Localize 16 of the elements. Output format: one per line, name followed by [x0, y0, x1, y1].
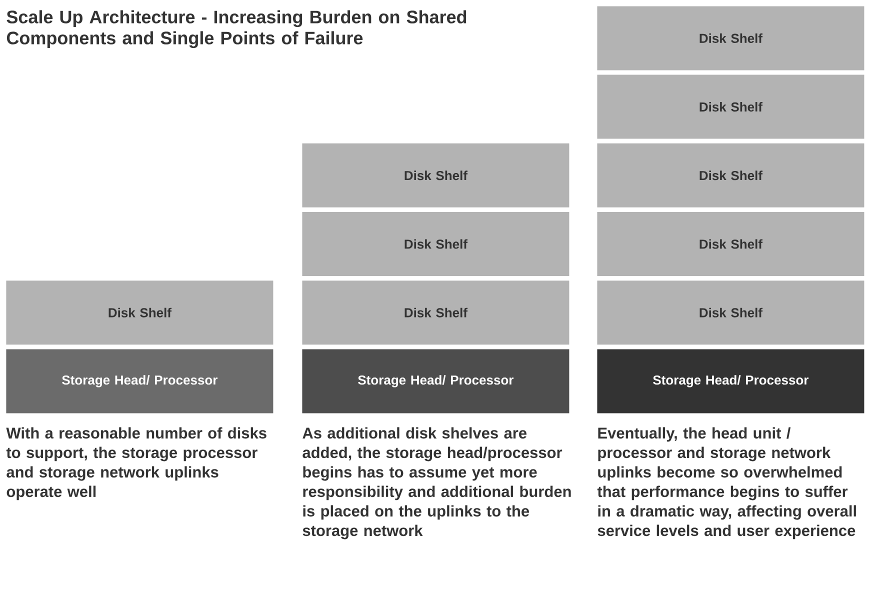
processor-box: Storage Head/ Processor: [6, 349, 274, 414]
disk-shelf-box: Disk Shelf: [302, 280, 570, 345]
disk-shelf-box: Disk Shelf: [302, 143, 570, 208]
disk-shelf-box: Disk Shelf: [597, 212, 864, 276]
description: As additional disk shelves are added, the storage head/processor begins has to assume yet more responsibility and additional burden is placed on the uplinks to the storage network: [302, 427, 571, 540]
processor-box: Storage Head/ Processor: [302, 349, 570, 414]
description: Eventually, the head unit / processor and storage network uplinks become so overwhelmed that performance begins to suffer in a dramatic way, affecting overall service levels and user experience: [597, 427, 856, 540]
disk-shelf-box: Disk Shelf: [597, 143, 864, 208]
disk-shelf-box: Disk Shelf: [302, 212, 570, 276]
title: Scale Up Architecture - Increasing Burden on Shared Components and Single Points of Failure: [6, 10, 466, 48]
description: With a reasonable number of disks to support, the storage processor and storage network uplinks operate well: [6, 427, 266, 500]
processor-box: Storage Head/ Processor: [597, 349, 864, 414]
disk-shelf-box: Disk Shelf: [597, 6, 864, 70]
disk-shelf-box: Disk Shelf: [597, 280, 864, 345]
disk-shelf-box: Disk Shelf: [6, 280, 274, 345]
disk-shelf-box: Disk Shelf: [597, 74, 864, 139]
